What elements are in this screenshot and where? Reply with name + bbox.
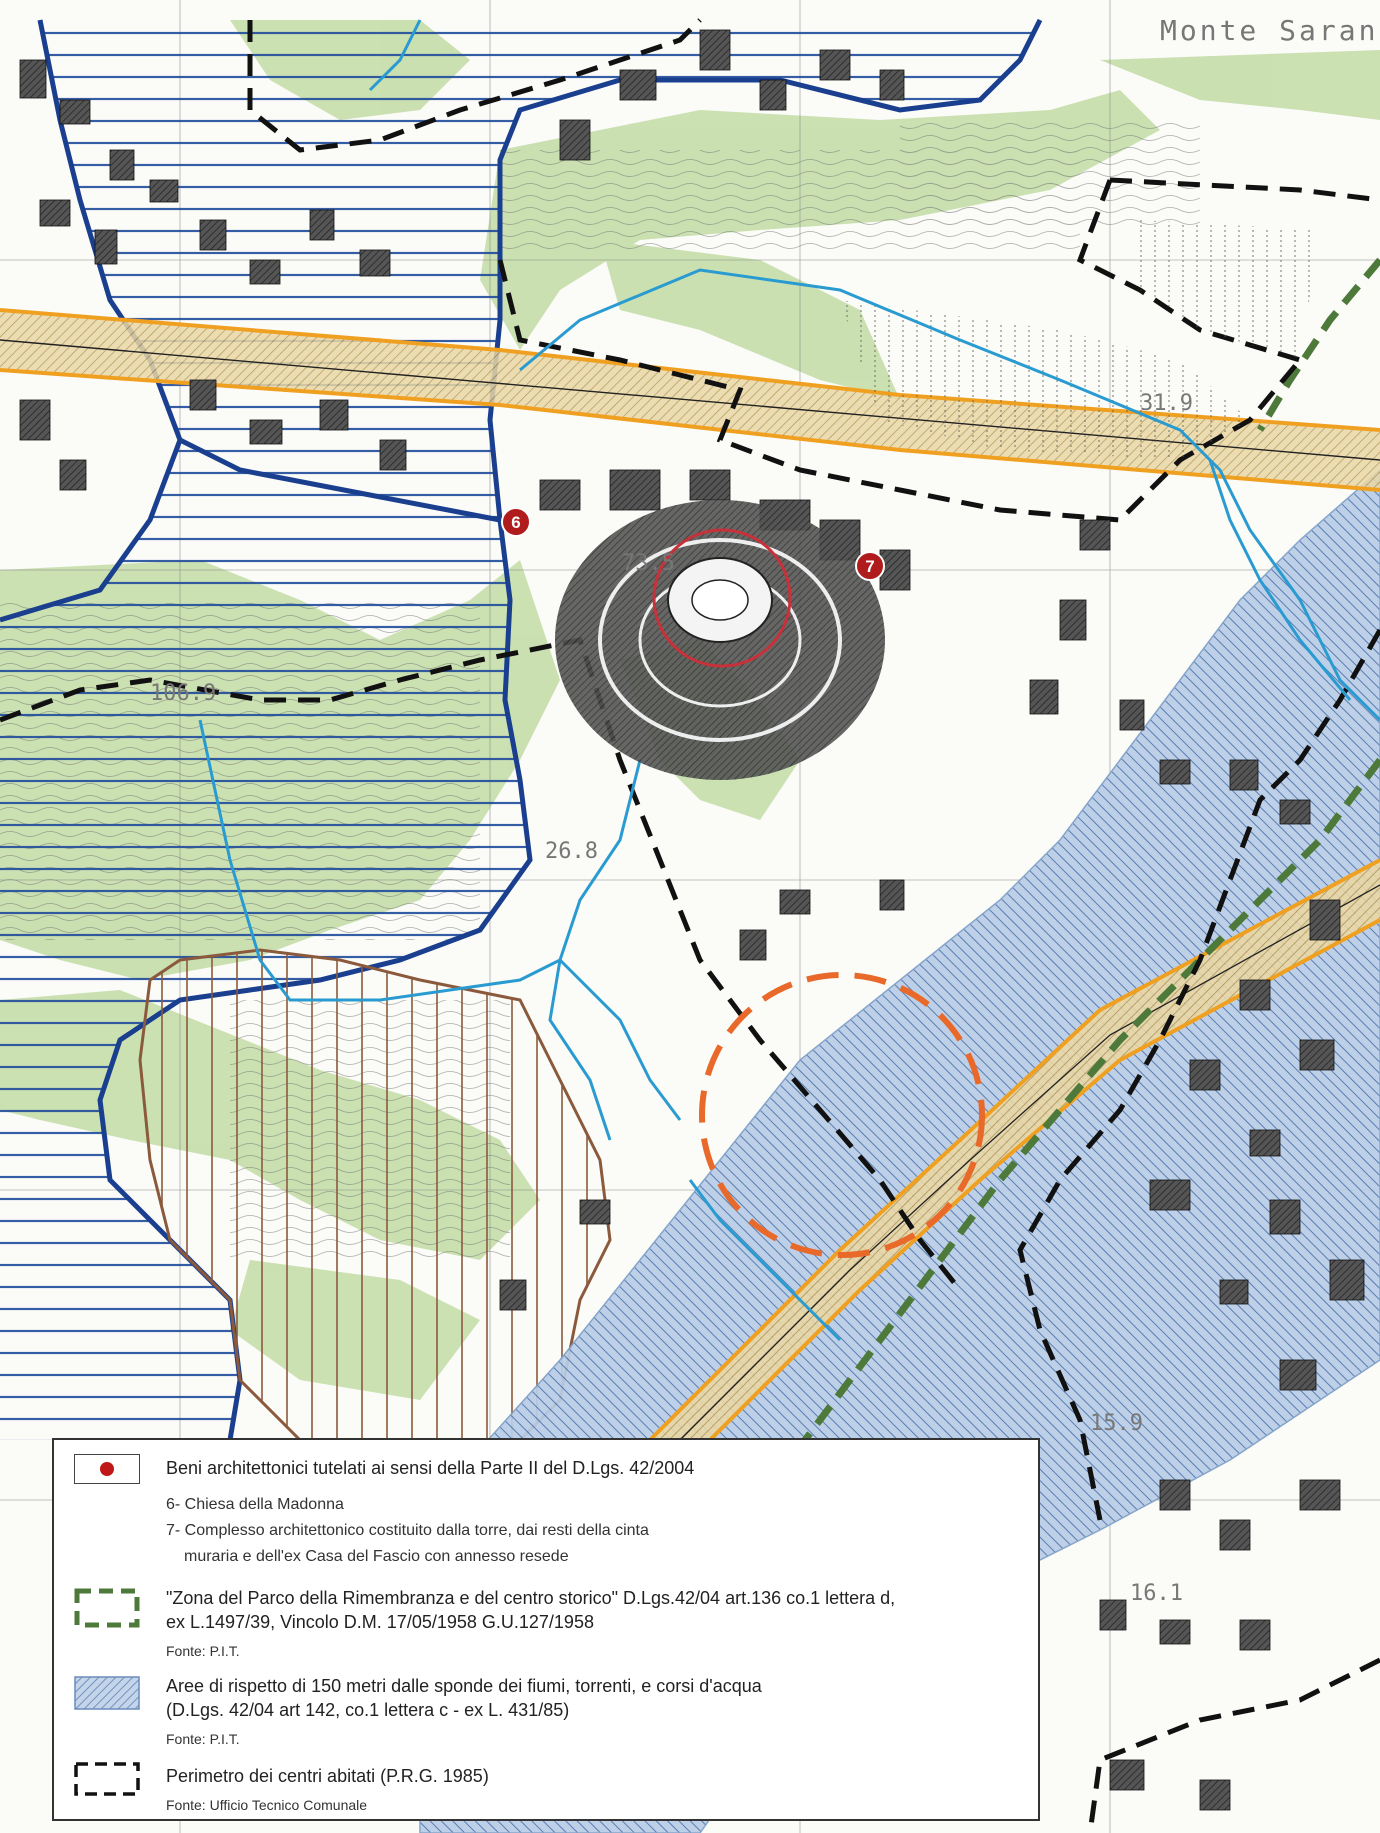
red-dot-icon bbox=[100, 1462, 114, 1476]
vincolo-line bbox=[757, 257, 1380, 1503]
legend-title-beni: Beni architettonici tutelati ai sensi de… bbox=[166, 1458, 695, 1478]
spot-heights: 73.5 26.8 106.9 16.1 15.9 31.9 bbox=[150, 391, 1193, 1606]
corridor-north-edge-bottom bbox=[0, 368, 1380, 492]
marker-7-label: 7 bbox=[865, 557, 874, 576]
legend-source-parco: Fonte: P.I.T. bbox=[166, 1643, 240, 1659]
spot-height: 16.1 bbox=[1130, 1581, 1183, 1606]
legend-title-perimetro: Perimetro dei centri abitati (P.R.G. 198… bbox=[166, 1766, 489, 1786]
brown-zone bbox=[138, 948, 612, 1442]
river-lines bbox=[198, 19, 1380, 1342]
legend-panel: Beni architettonici tutelati ai sensi de… bbox=[52, 1438, 1040, 1821]
red-dot-symbol bbox=[74, 1454, 140, 1484]
marker-6[interactable]: 6 bbox=[501, 507, 531, 537]
marker-7[interactable]: 7 bbox=[855, 551, 885, 581]
legend-title-fiumi: Aree di rispetto di 150 metri dalle spon… bbox=[166, 1676, 762, 1696]
black-dashed-box-icon bbox=[74, 1762, 140, 1796]
historic-center bbox=[555, 500, 885, 780]
legend-title-parco: "Zona del Parco della Rimembranza e del … bbox=[166, 1588, 896, 1608]
buildings bbox=[19, 29, 1365, 1811]
parco-zone-inner-border bbox=[178, 437, 501, 523]
spot-height: 15.9 bbox=[1090, 1411, 1143, 1436]
spot-height: 106.9 bbox=[150, 681, 216, 706]
legend-title-fiumi-2: (D.Lgs. 42/04 art 142, co.1 lettera c - … bbox=[166, 1700, 570, 1720]
marker-6-label: 6 bbox=[511, 513, 520, 532]
spot-height: 26.8 bbox=[545, 839, 598, 864]
spot-height: 31.9 bbox=[1140, 391, 1193, 416]
green-dashed-box-icon bbox=[74, 1588, 140, 1628]
project-area-circle bbox=[699, 972, 985, 1258]
legend-detail-7b: muraria e dell'ex Casa del Fascio con an… bbox=[184, 1548, 569, 1565]
legend-detail-6: 6- Chiesa della Madonna bbox=[166, 1496, 344, 1513]
agricultural-area bbox=[840, 300, 1250, 460]
castle-circle bbox=[652, 528, 792, 668]
legend-title-parco-2: ex L.1497/39, Vincolo D.M. 17/05/1958 G.… bbox=[166, 1612, 594, 1632]
agricultural-area-east bbox=[1140, 220, 1320, 360]
spot-height: 73.5 bbox=[622, 551, 675, 576]
legend-source-fiumi: Fonte: P.I.T. bbox=[166, 1731, 240, 1747]
legend-detail-7: 7- Complesso architettonico costituito d… bbox=[166, 1522, 649, 1539]
blue-hatched-box-icon bbox=[74, 1676, 140, 1710]
legend-source-perimetro: Fonte: Ufficio Tecnico Comunale bbox=[166, 1797, 368, 1813]
place-label: Monte Saran bbox=[1160, 14, 1379, 47]
